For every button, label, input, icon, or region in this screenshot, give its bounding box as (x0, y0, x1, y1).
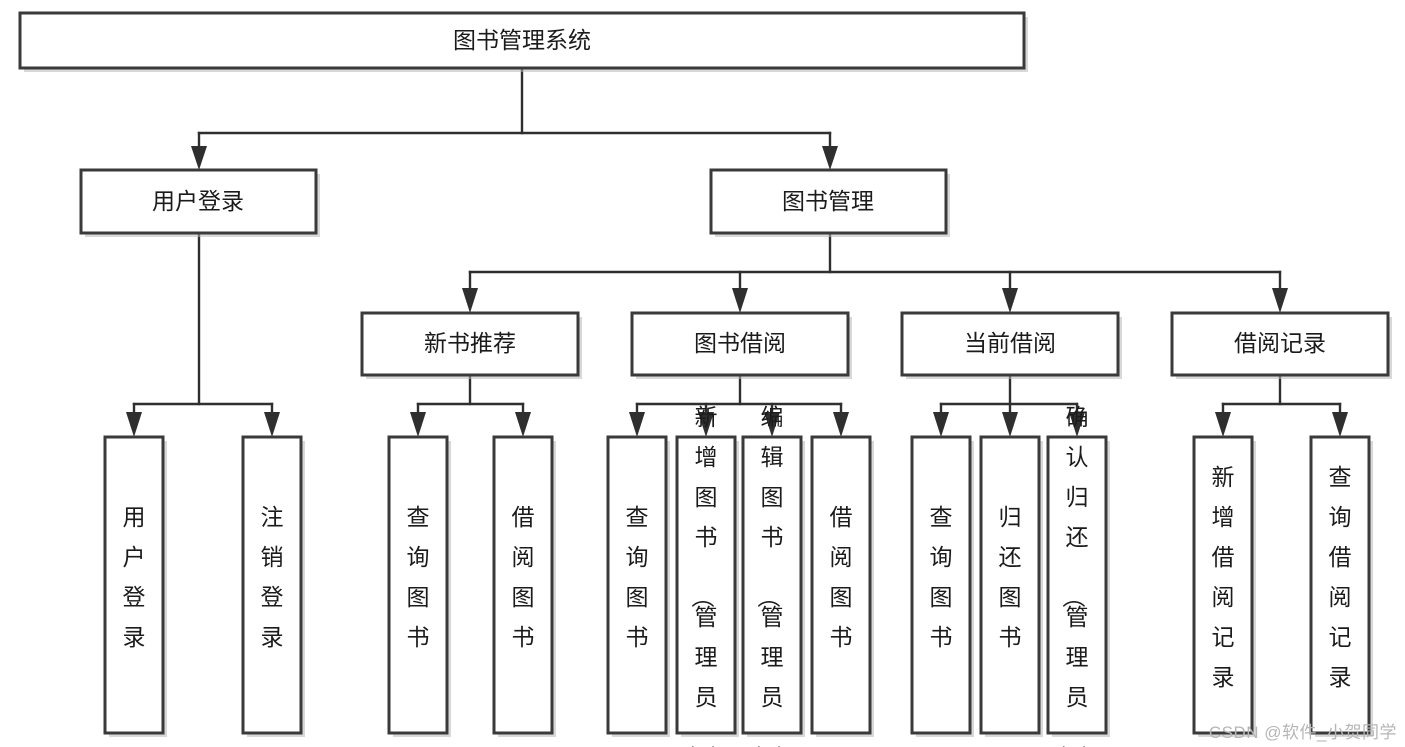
leaf-borrow-record-1[interactable]: 新增借阅记录 (1192, 435, 1256, 737)
arrow-to-book-manage (822, 146, 838, 170)
arrow-bookborrow-leaf-3 (764, 412, 780, 437)
leaf-box[interactable] (241, 435, 303, 735)
leaf-box[interactable] (675, 435, 737, 735)
arrow-to-book-borrow (732, 288, 748, 313)
arrow-userlogin-leaf-1 (126, 412, 142, 437)
connector-layer (126, 66, 1348, 437)
book-manage-box[interactable] (709, 168, 948, 235)
leaf-label: 归还图书 (999, 504, 1022, 650)
leaf-box[interactable] (741, 435, 803, 735)
node-book-manage[interactable]: 图书管理 (709, 168, 950, 237)
user-login-box[interactable] (79, 168, 318, 235)
node-new-book-recommend[interactable]: 新书推荐 (360, 311, 582, 379)
leaf-label: 查询图书 (930, 504, 953, 650)
arrow-bookborrow-leaf-2 (698, 412, 714, 437)
book-borrow-box[interactable] (630, 311, 850, 377)
leaf-box[interactable] (387, 435, 449, 735)
new-book-box[interactable] (360, 311, 580, 377)
leaf-box[interactable] (910, 435, 972, 735)
leaf-box[interactable] (606, 435, 668, 735)
leaf-book-borrow-2[interactable]: 新增图书（管理员） (675, 404, 739, 747)
node-root[interactable]: 图书管理系统 (18, 11, 1028, 72)
leaf-box[interactable] (810, 435, 872, 735)
node-current-borrow[interactable]: 当前借阅 (900, 311, 1122, 379)
arrow-to-borrow-record (1272, 288, 1288, 313)
leaf-box[interactable] (492, 435, 554, 735)
arrow-currentborrow-leaf-1 (933, 412, 949, 437)
csdn-watermark: CSDN @软件_小贺同学 (1208, 723, 1397, 742)
leaf-label: 查询图书 (626, 504, 649, 650)
leaf-current-borrow-3[interactable]: 确认归还（管理员） (1046, 404, 1110, 747)
leaf-current-borrow-1[interactable]: 查询图书 (910, 435, 974, 737)
book-borrow-label: 图书借阅 (694, 330, 786, 356)
current-borrow-label: 当前借阅 (964, 330, 1056, 356)
leaf-label: 新增借阅记录 (1212, 464, 1235, 690)
node-borrow-record[interactable]: 借阅记录 (1170, 311, 1392, 379)
user-login-label: 用户登录 (152, 188, 244, 214)
leaf-label: 新增图书（管理员） (690, 404, 718, 747)
arrow-newbook-leaf-2 (515, 412, 531, 437)
leaf-new-book-1[interactable]: 查询图书 (387, 435, 451, 737)
node-book-borrow[interactable]: 图书借阅 (630, 311, 852, 379)
leaf-book-borrow-3[interactable]: 编辑图书（管理员） (741, 404, 805, 747)
leaf-box[interactable] (1192, 435, 1254, 735)
leaf-label: 借阅图书 (512, 504, 535, 650)
leaf-borrow-record-2[interactable]: 查询借阅记录 (1309, 435, 1373, 737)
leaf-current-borrow-2[interactable]: 归还图书 (979, 435, 1043, 737)
leaf-box[interactable] (979, 435, 1041, 735)
arrow-to-user-login (191, 146, 207, 170)
leaf-user-login-1[interactable]: 用户登录 (103, 435, 167, 737)
arrow-to-current-borrow (1002, 288, 1018, 313)
leaf-book-borrow-1[interactable]: 查询图书 (606, 435, 670, 737)
borrow-record-box[interactable] (1170, 311, 1390, 377)
current-borrow-box[interactable] (900, 311, 1120, 377)
leaf-label: 用户登录 (123, 504, 146, 650)
leaf-label: 编辑图书（管理员） (756, 404, 784, 747)
arrow-userlogin-leaf-2 (264, 412, 280, 437)
leaf-new-book-2[interactable]: 借阅图书 (492, 435, 556, 737)
leaf-label: 查询借阅记录 (1329, 464, 1352, 690)
leaf-box[interactable] (1046, 435, 1108, 735)
arrow-bookborrow-leaf-4 (833, 412, 849, 437)
arrow-borrowrecord-leaf-2 (1332, 412, 1348, 437)
leaf-label: 注销登录 (261, 504, 284, 650)
root-label: 图书管理系统 (453, 27, 591, 53)
arrow-borrowrecord-leaf-1 (1215, 412, 1231, 437)
arrow-to-new-book (462, 288, 478, 313)
arrow-newbook-leaf-1 (410, 412, 426, 437)
borrow-record-label: 借阅记录 (1234, 330, 1326, 356)
leaf-label: 确认归还（管理员） (1061, 404, 1089, 747)
arrow-currentborrow-leaf-2 (1002, 412, 1018, 437)
root-box[interactable] (18, 11, 1026, 70)
leaf-box[interactable] (1309, 435, 1371, 735)
leaf-box[interactable] (103, 435, 165, 735)
leaf-book-borrow-4[interactable]: 借阅图书 (810, 435, 874, 737)
arrow-currentborrow-leaf-3 (1069, 412, 1085, 437)
leaf-label: 借阅图书 (830, 504, 853, 650)
leaf-user-login-2[interactable]: 注销登录 (241, 435, 305, 737)
leaf-label: 查询图书 (407, 504, 430, 650)
node-user-login[interactable]: 用户登录 (79, 168, 320, 237)
arrow-bookborrow-leaf-1 (629, 412, 645, 437)
book-manage-label: 图书管理 (782, 188, 874, 214)
new-book-label: 新书推荐 (424, 330, 516, 356)
